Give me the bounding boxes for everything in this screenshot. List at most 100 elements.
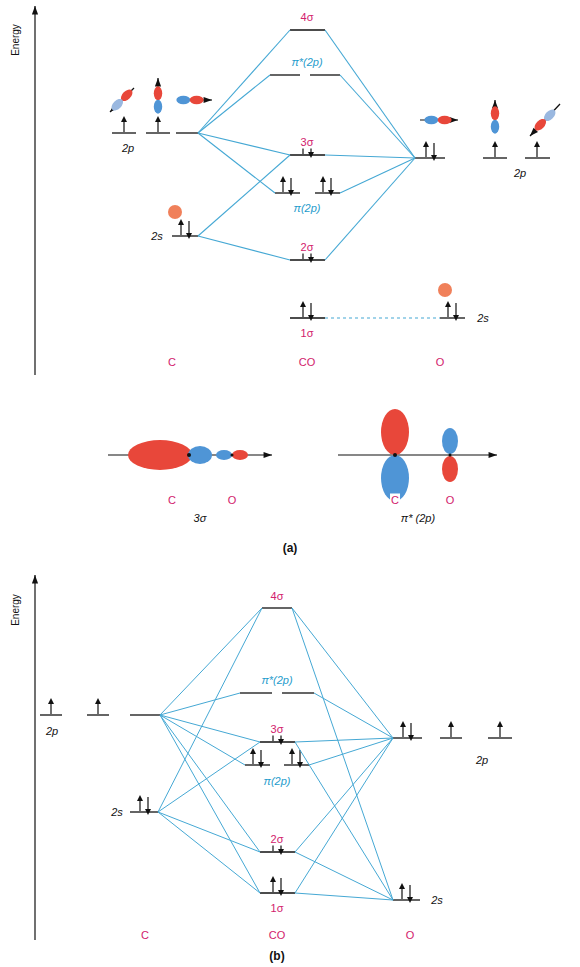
orbital-label: 3σ: [300, 136, 315, 149]
electron-head: [289, 748, 295, 754]
orbital-label: 3σ: [270, 723, 285, 736]
orbital-lobe: [216, 450, 232, 460]
electron-head: [258, 762, 264, 768]
energy-level: [483, 157, 507, 158]
orbital-label: 2p: [513, 167, 527, 180]
electron-head: [308, 257, 314, 263]
correlation-line: [325, 155, 415, 158]
correlation-line: [340, 75, 415, 158]
correlation-line: [295, 738, 393, 742]
electron-head: [453, 315, 459, 321]
energy-level: [40, 714, 62, 715]
correlation-line: [325, 317, 440, 318]
correlation-line: [314, 693, 393, 738]
bond-axis-head: [489, 452, 497, 458]
correlation-line: [160, 715, 260, 893]
orbital-lobe: [491, 106, 499, 120]
energy-level: [393, 899, 420, 900]
nucleus: [187, 453, 191, 457]
orbital-label: C: [167, 494, 177, 507]
axis-label: Energy: [9, 593, 22, 627]
orbital-label: O: [445, 494, 456, 507]
correlation-line: [295, 893, 393, 900]
correlation-line: [295, 742, 393, 900]
correlation-line: [340, 158, 415, 193]
energy-level: [275, 192, 300, 193]
orbital-label: π* (2p): [400, 512, 436, 525]
correlation-line: [292, 608, 393, 900]
orbital-label: 2p: [45, 725, 59, 738]
electron-head: [408, 735, 414, 741]
electron-head: [407, 897, 413, 903]
orbital-lobe: [154, 100, 162, 114]
electron-head: [137, 795, 143, 801]
px-axis: [110, 88, 134, 112]
orbital-lobe: [532, 117, 548, 133]
electron-head: [186, 233, 192, 239]
correlation-line: [198, 236, 290, 260]
electron-head: [280, 176, 286, 182]
orbital-label: π(2p): [263, 775, 292, 788]
orbital-lobe: [438, 116, 452, 124]
energy-level: [315, 192, 340, 193]
electron-head: [145, 809, 151, 815]
energy-level: [172, 235, 198, 236]
electron-head: [423, 141, 429, 147]
correlation-line: [309, 738, 393, 765]
energy-level: [240, 692, 272, 693]
electron-head: [278, 849, 284, 855]
orbital-label: 1σ: [300, 327, 315, 340]
electron-head: [95, 698, 101, 704]
orbital-label: C: [167, 356, 177, 369]
orbital-lobe: [154, 86, 162, 100]
orbital-label: 2s: [110, 806, 124, 819]
orbital-label: CO: [268, 929, 287, 942]
electron-head: [492, 141, 498, 147]
correlation-line: [158, 812, 260, 893]
orbital-lobe: [424, 116, 438, 124]
energy-axis-head: [32, 575, 38, 583]
energy-level: [260, 892, 295, 893]
bond-axis: [338, 454, 497, 455]
correlation-line: [160, 715, 260, 852]
energy-level: [130, 811, 158, 812]
electron-head: [320, 176, 326, 182]
orbital-label: O: [435, 356, 446, 369]
electron-head: [178, 219, 184, 225]
correlation-line: [325, 30, 415, 158]
correlation-line: [325, 158, 415, 260]
nucleus: [393, 453, 397, 457]
correlation-line: [198, 75, 270, 133]
orbital-label: O: [405, 929, 416, 942]
correlation-line: [295, 852, 393, 900]
electron-head: [497, 721, 503, 727]
energy-level: [245, 764, 270, 765]
orbital-label: π*(2p): [260, 674, 293, 687]
energy-level: [260, 851, 295, 852]
orbital-label: 4σ: [270, 590, 285, 603]
panel-label: (b): [268, 950, 285, 963]
energy-level: [112, 132, 136, 133]
orbital-label: 2σ: [300, 241, 315, 254]
correlation-line: [198, 133, 275, 193]
orbital-lobe: [128, 440, 192, 470]
electron-head: [534, 141, 540, 147]
electron-head: [300, 301, 306, 307]
orbital-label: π(2p): [293, 202, 322, 215]
electron-head: [121, 116, 127, 122]
energy-level: [87, 714, 109, 715]
electron-head: [328, 190, 334, 196]
correlation-line: [158, 608, 262, 812]
electron-head: [445, 301, 451, 307]
orbital-lobe: [491, 120, 499, 134]
energy-level: [176, 132, 198, 133]
correlation-line: [198, 30, 290, 133]
energy-level: [130, 714, 160, 715]
energy-level: [310, 74, 340, 75]
energy-level: [290, 259, 325, 260]
correlation-line: [160, 608, 262, 715]
orbital-lobe: [442, 428, 458, 454]
electron-head: [250, 748, 256, 754]
energy-level: [525, 157, 550, 158]
